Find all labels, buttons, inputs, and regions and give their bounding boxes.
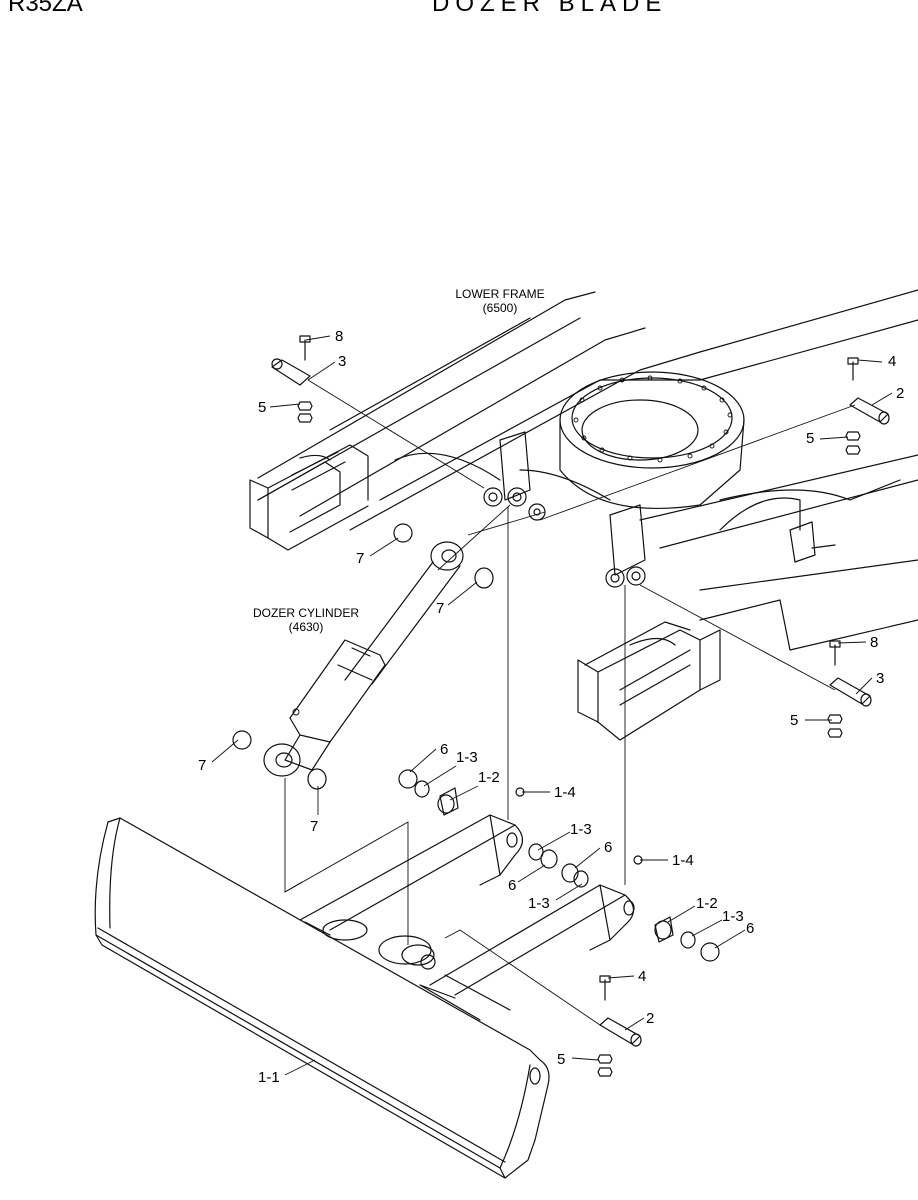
pin-bottom [597, 975, 642, 1077]
leader-line [284, 1059, 316, 1076]
leader-line [691, 919, 723, 937]
leader-line [409, 748, 437, 773]
dozer-cylinder [263, 541, 464, 777]
leader-line [574, 847, 601, 869]
leader-line [624, 1017, 645, 1031]
leader-line [269, 403, 301, 408]
callout-label: 1-3 [528, 895, 550, 912]
callout-label: 5 [806, 430, 814, 447]
lower-frame-caption: LOWER FRAME [455, 287, 544, 301]
callout-label: 6 [604, 839, 612, 856]
callout-label: 5 [258, 399, 266, 416]
callout-label: 5 [790, 712, 798, 729]
callout-label: 1-2 [696, 895, 718, 912]
leader-line [819, 436, 849, 440]
bolt-circle [573, 375, 733, 463]
callout-label: 7 [310, 818, 318, 835]
callout-label: 1-4 [554, 784, 576, 801]
page-title: DOZER BLADE [432, 0, 668, 17]
leader-line [369, 537, 399, 557]
callout-label: 1-1 [258, 1069, 280, 1086]
callout-label: 4 [638, 968, 646, 985]
leader-line [449, 785, 479, 801]
dozer-cylinder-code: (4630) [289, 620, 324, 634]
lower-frame [249, 289, 918, 741]
callout-label: 5 [557, 1051, 565, 1068]
bushings-and-shims [398, 769, 720, 962]
callout-label: 4 [888, 353, 896, 370]
callout-label: 2 [646, 1010, 654, 1027]
callout-label: 1-4 [672, 852, 694, 869]
dozer-cylinder-caption: DOZER CYLINDER [253, 606, 359, 620]
caption-lower-frame: LOWER FRAME (6500) [455, 287, 544, 315]
leader-line [555, 883, 583, 901]
callout-label: 1-3 [570, 821, 592, 838]
leader-line [211, 739, 239, 763]
callout-label: 7 [436, 600, 444, 617]
leader-line [305, 335, 331, 341]
pin-left-top [271, 335, 313, 423]
callout-label: 8 [870, 634, 878, 651]
callout-label: 2 [896, 385, 904, 402]
callout-label: 3 [876, 670, 884, 687]
caption-dozer-cylinder: DOZER CYLINDER (4630) [253, 606, 359, 634]
leader-line [571, 1057, 599, 1061]
dozer-blade [94, 814, 635, 1179]
callout-label: 8 [335, 328, 343, 345]
leader-line [667, 905, 696, 923]
leader-line [857, 359, 883, 363]
model-number: R35ZA [8, 0, 83, 17]
callout-label: 1-3 [722, 908, 744, 925]
callout-label: 7 [198, 757, 206, 774]
leader-line [714, 929, 746, 949]
o-rings [232, 523, 494, 790]
assembly-lines [284, 379, 856, 1026]
leader-line [855, 677, 873, 695]
leader-line [423, 765, 457, 787]
pin-right-middle [827, 640, 872, 738]
leader-line [307, 361, 336, 381]
leader-line [537, 831, 571, 851]
callout-label: 6 [440, 741, 448, 758]
callout-label: 6 [746, 920, 754, 937]
leader-line [517, 864, 546, 883]
callout-label: 7 [356, 550, 364, 567]
callout-label: 6 [508, 877, 516, 894]
callout-label: 1-2 [478, 769, 500, 786]
leader-line [837, 641, 867, 644]
lower-frame-code: (6500) [483, 301, 518, 315]
leader-line [871, 392, 893, 406]
callout-label: 1-3 [456, 749, 478, 766]
leader-line [447, 581, 478, 606]
pin-right-top [845, 357, 890, 455]
callout-label: 3 [338, 353, 346, 370]
leader-line [607, 975, 635, 979]
